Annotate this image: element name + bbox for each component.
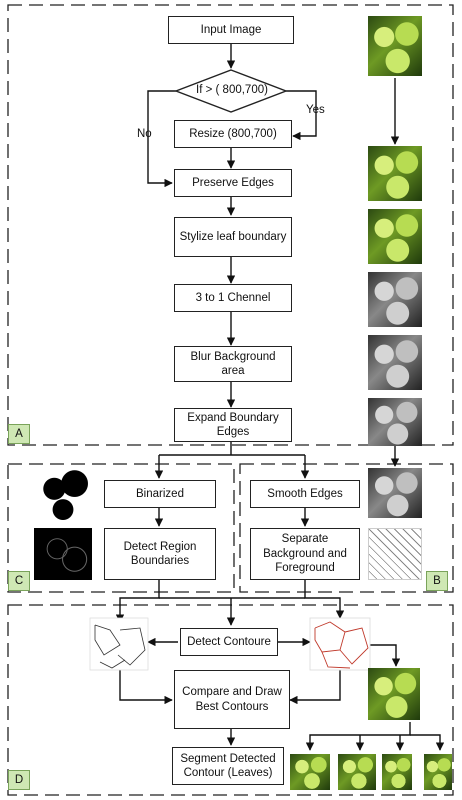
preserve-edges-box: Preserve Edges: [174, 169, 292, 197]
leaf-image-preserved: [368, 209, 422, 264]
leaf-image-boundaries: [34, 528, 92, 580]
leaf-segment-1: [290, 754, 330, 790]
panel-c-tag: C: [8, 571, 30, 591]
contour-sketch-right: [309, 617, 371, 671]
panel-a-frame: [7, 4, 454, 446]
condition-label: If > ( 800,700): [196, 84, 268, 96]
leaf-image-input: [368, 16, 422, 76]
leaf-image-smoothed: [368, 468, 422, 518]
leaf-image-resized: [368, 146, 422, 201]
channel-box: 3 to 1 Chennel: [174, 284, 292, 312]
input-image-box: Input Image: [168, 16, 294, 44]
leaf-segment-2: [338, 754, 376, 790]
contour-sketch-left: [89, 617, 149, 671]
leaf-image-blurred: [368, 335, 422, 390]
smooth-edges-box: Smooth Edges: [250, 480, 360, 508]
leaf-image-sketch: [368, 528, 422, 580]
stylize-box: Stylize leaf boundary: [174, 217, 292, 257]
segment-box: Segment Detected Contour (Leaves): [172, 747, 284, 785]
leaf-segment-4: [424, 754, 452, 790]
yes-label: Yes: [306, 104, 325, 116]
leaf-image-best-contour: [368, 668, 420, 720]
diamond-shape: [174, 69, 288, 113]
separate-box: Separate Background and Foreground: [250, 528, 360, 580]
leaf-segment-3: [382, 754, 412, 790]
leaf-image-gray: [368, 272, 422, 327]
expand-box: Expand Boundary Edges: [174, 408, 292, 442]
panel-b-tag: B: [426, 571, 448, 591]
panel-b-frame: [239, 463, 454, 593]
resize-box: Resize (800,700): [174, 120, 292, 148]
no-label: No: [137, 128, 152, 140]
leaf-image-expanded: [368, 398, 422, 446]
detect-contoure-box: Detect Contoure: [180, 628, 278, 656]
binarized-box: Binarized: [104, 480, 216, 508]
compare-box: Compare and Draw Best Contours: [174, 670, 290, 729]
panel-d-tag: D: [8, 770, 30, 790]
panel-c-frame: [7, 463, 235, 593]
leaf-image-binarized: [34, 468, 92, 520]
detect-region-box: Detect Region Boundaries: [104, 528, 216, 580]
blur-box: Blur Background area: [174, 346, 292, 382]
panel-a-tag: A: [8, 424, 30, 444]
